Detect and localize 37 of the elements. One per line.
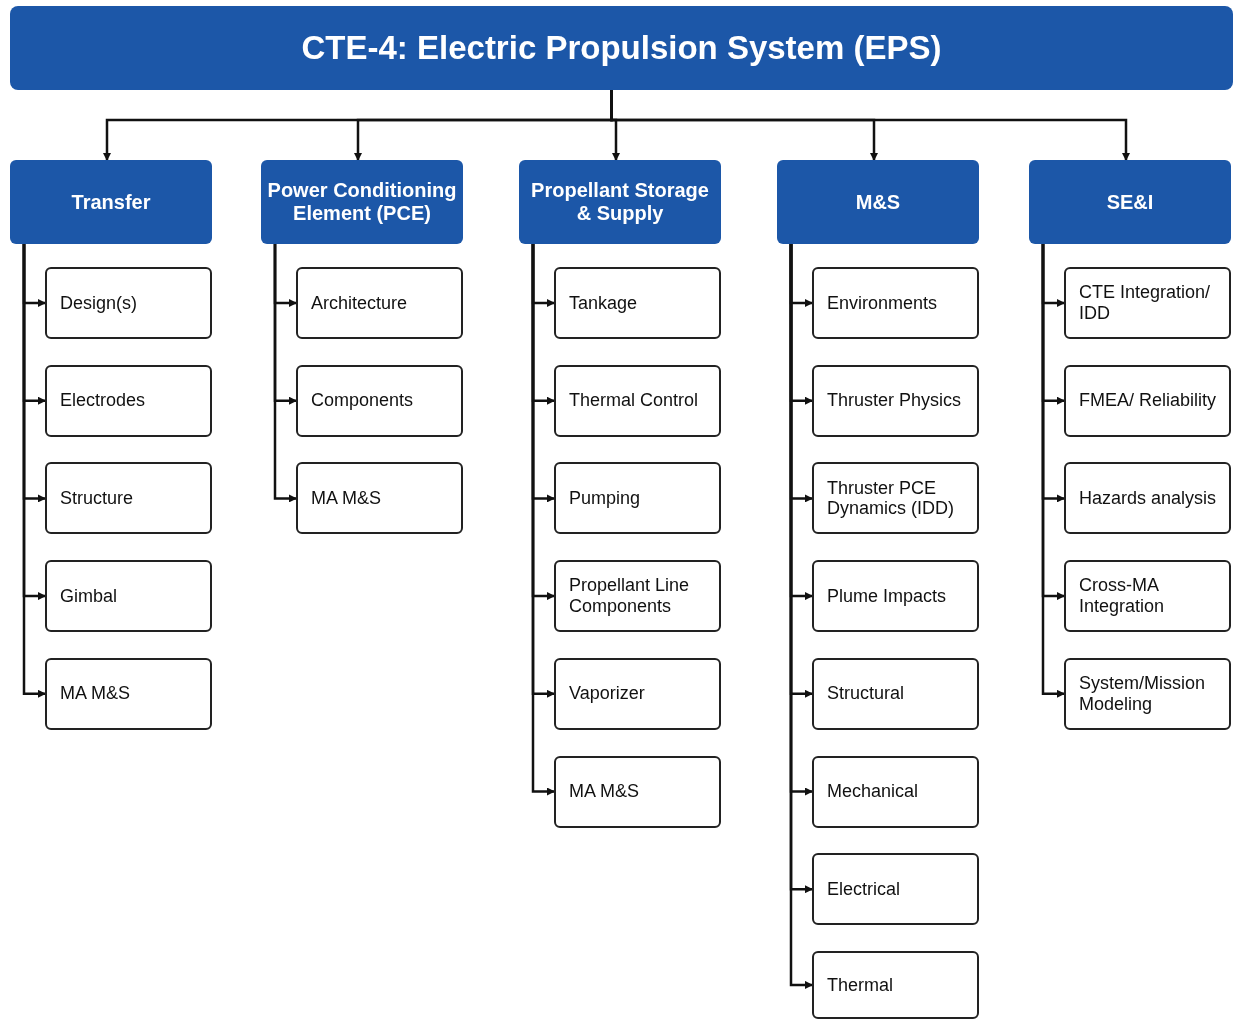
connector-arrow xyxy=(531,244,555,796)
connector-arrow xyxy=(1041,244,1065,698)
item-box: Thermal Control xyxy=(554,364,721,437)
item-box: MA M&S xyxy=(296,462,463,535)
category-box: M&S xyxy=(777,160,979,244)
connector-arrow xyxy=(22,244,46,698)
connector-arrow xyxy=(273,244,297,503)
item-box: Architecture xyxy=(296,267,463,339)
item-box: Structure xyxy=(45,462,212,535)
item-box: Mechanical xyxy=(812,755,979,828)
item-box: Components xyxy=(296,364,463,437)
item-box: Plume Impacts xyxy=(812,560,979,633)
item-box: Cross-MA Integration xyxy=(1064,560,1231,633)
item-box: Thruster PCE Dynamics (IDD) xyxy=(812,462,979,535)
item-box: Environments xyxy=(812,267,979,339)
item-box: Pumping xyxy=(554,462,721,535)
item-box: Design(s) xyxy=(45,267,212,339)
item-box: Thermal xyxy=(812,950,979,1019)
item-box: CTE Integration/ IDD xyxy=(1064,267,1231,339)
title-banner: CTE-4: Electric Propulsion System (EPS) xyxy=(10,6,1233,90)
item-box: Thruster Physics xyxy=(812,364,979,437)
item-box: Electrical xyxy=(812,853,979,926)
item-box: MA M&S xyxy=(45,657,212,730)
item-box: Electrodes xyxy=(45,364,212,437)
item-box: FMEA/ Reliability xyxy=(1064,364,1231,437)
item-box: Hazards analysis xyxy=(1064,462,1231,535)
category-box: SE&I xyxy=(1029,160,1231,244)
item-box: MA M&S xyxy=(554,755,721,828)
item-box: Gimbal xyxy=(45,560,212,633)
item-box: Vaporizer xyxy=(554,657,721,730)
item-box: Tankage xyxy=(554,267,721,339)
category-box: Propellant Storage & Supply xyxy=(519,160,721,244)
category-box: Power Conditioning Element (PCE) xyxy=(261,160,463,244)
item-box: System/Mission Modeling xyxy=(1064,657,1231,730)
category-box: Transfer xyxy=(10,160,212,244)
item-box: Structural xyxy=(812,657,979,730)
item-box: Propellant Line Components xyxy=(554,560,721,633)
